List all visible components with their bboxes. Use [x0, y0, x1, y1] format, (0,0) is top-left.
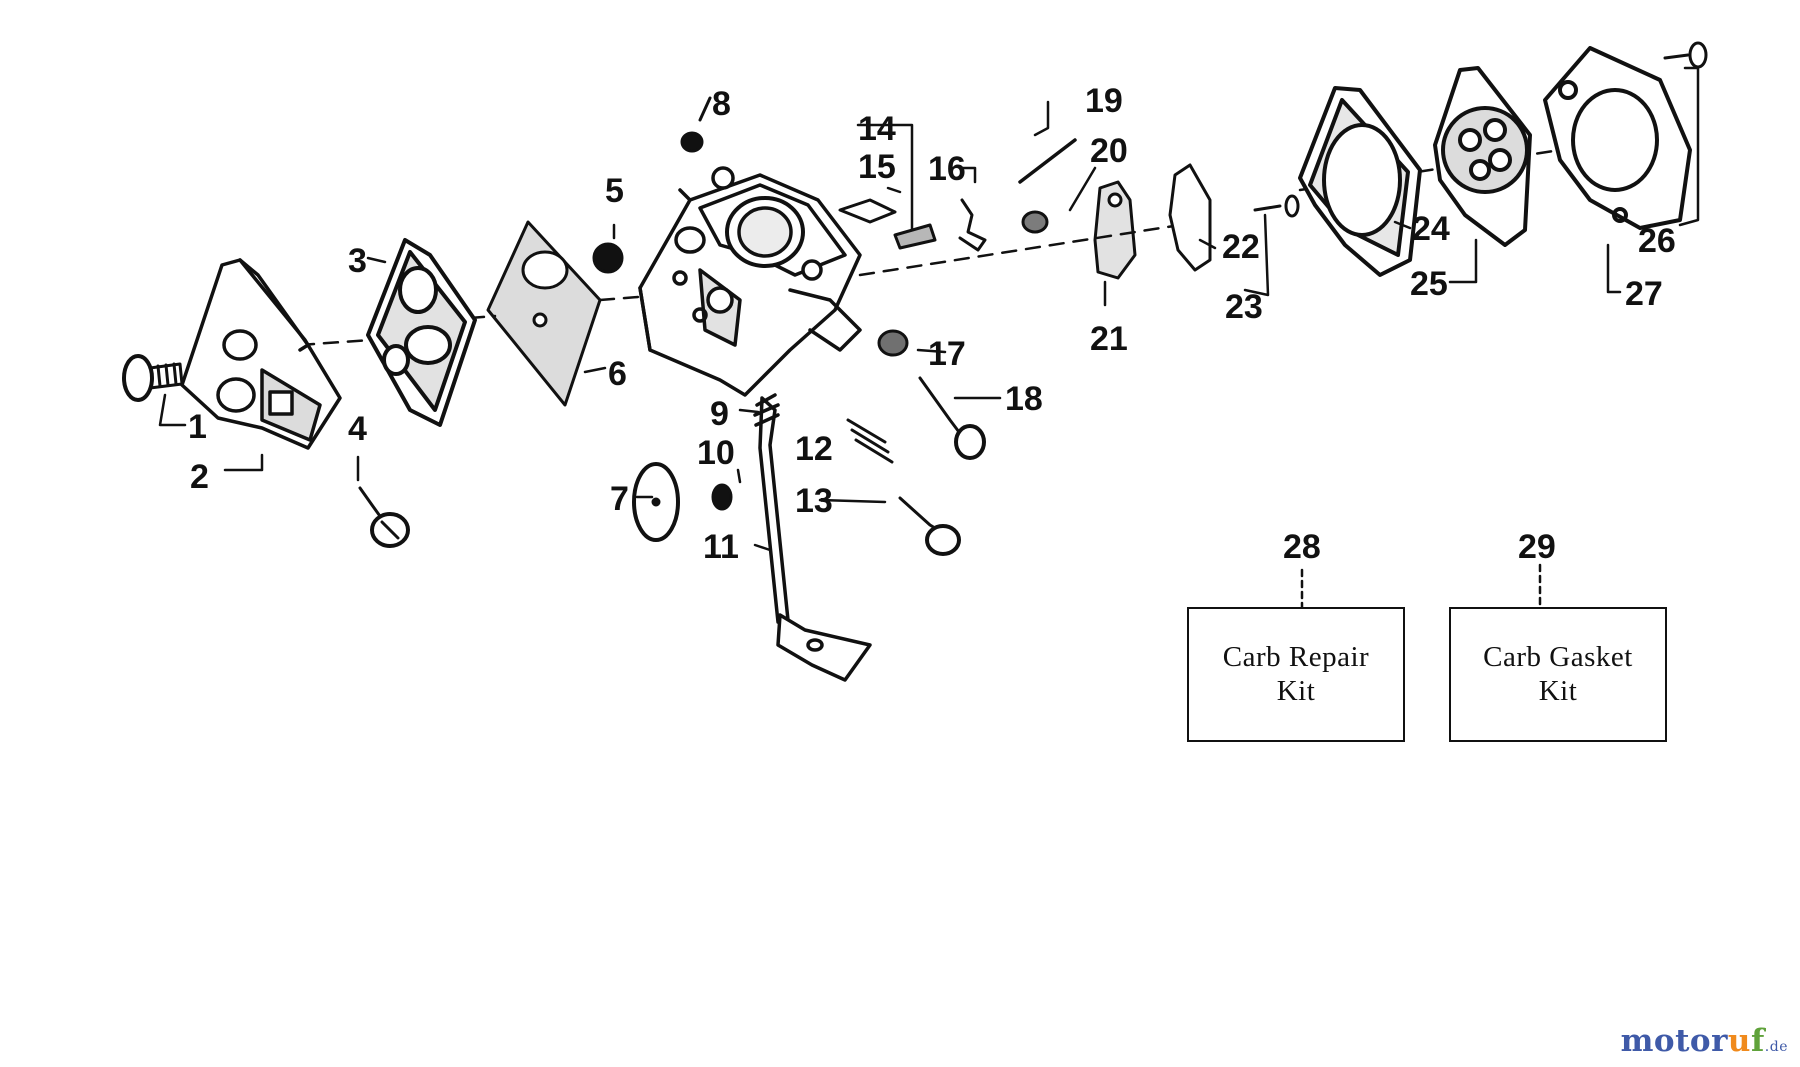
- part-diaphragm-25: [1433, 66, 1532, 247]
- callout-20: 20: [1090, 132, 1128, 170]
- callout-3: 3: [348, 242, 367, 280]
- part-cover-2: [180, 258, 342, 450]
- part-lever-16: [958, 198, 987, 252]
- part-throttle-shaft-11: [753, 393, 872, 682]
- logo-part-motor: motor: [1620, 1023, 1728, 1059]
- callout-16: 16: [928, 150, 966, 188]
- motoruf-watermark-logo: motoruf.de: [1621, 1023, 1788, 1059]
- callout-19: 19: [1085, 82, 1123, 120]
- callout-1: 1: [188, 408, 207, 446]
- callout-6: 6: [608, 355, 627, 393]
- part-screw-4: [358, 486, 410, 548]
- callout-27: 27: [1625, 275, 1663, 313]
- part-metering-lever-21: [1093, 180, 1137, 280]
- callout-14: 14: [858, 110, 896, 148]
- part-screw-26: [1663, 41, 1708, 69]
- part-carburetor-body: [638, 166, 862, 397]
- logo-part-f: f: [1750, 1023, 1765, 1059]
- part-spring-20: [1021, 210, 1049, 234]
- callout-4: 4: [348, 410, 367, 448]
- kit-label-line2: Kit: [1538, 674, 1578, 707]
- callout-25: 25: [1410, 265, 1448, 303]
- callout-21: 21: [1090, 320, 1128, 358]
- callout-23: 23: [1225, 288, 1263, 326]
- carb-repair-kit-box: Carb Repair Kit: [1187, 607, 1405, 742]
- callout-11: 11: [703, 528, 739, 566]
- part-throttle-plate-7: [632, 462, 733, 542]
- part-screw-23: [1253, 194, 1300, 218]
- part-gasket-3: [366, 238, 477, 427]
- callout-10: 10: [697, 434, 735, 472]
- part-disc-22: [1168, 163, 1212, 272]
- part-screw-8: [680, 96, 712, 153]
- callout-18: 18: [1005, 380, 1043, 418]
- callout-7: 7: [610, 480, 629, 518]
- leader-lines: [158, 66, 1700, 610]
- callout-28: 28: [1283, 528, 1321, 566]
- part-diaphragm-6: [486, 220, 602, 407]
- callout-2: 2: [190, 458, 209, 496]
- callout-13: 13: [795, 482, 833, 520]
- callout-5: 5: [605, 172, 624, 210]
- part-plug-5: [592, 242, 624, 274]
- callout-15: 15: [858, 148, 896, 186]
- logo-part-u: u: [1727, 1023, 1751, 1059]
- callout-numbers: 1 2 3 4 5 6 7 8 9 10 11 12 13 14 15 16 1…: [188, 82, 1676, 566]
- callout-17: 17: [928, 335, 966, 373]
- part-cover-27: [1543, 46, 1692, 230]
- part-pin-19: [1018, 138, 1077, 184]
- callout-12: 12: [795, 430, 833, 468]
- kit-label-line1: Carb Repair: [1222, 641, 1370, 674]
- carb-gasket-kit-box: Carb Gasket Kit: [1449, 607, 1667, 742]
- callout-26: 26: [1638, 222, 1676, 260]
- kit-label-line1: Carb Gasket: [1483, 641, 1633, 674]
- callout-8: 8: [712, 85, 731, 123]
- logo-suffix: .de: [1764, 1039, 1788, 1055]
- callout-24: 24: [1412, 210, 1450, 248]
- kit-label-line2: Kit: [1276, 674, 1316, 707]
- part-needle-18: [877, 329, 986, 460]
- callout-9: 9: [710, 395, 729, 433]
- part-needle-13: [846, 418, 961, 556]
- part-inlet-needle-15: [838, 198, 937, 250]
- callout-22: 22: [1222, 228, 1260, 266]
- part-screw-1: [122, 354, 184, 402]
- callout-29: 29: [1518, 528, 1556, 566]
- part-gasket-24: [1298, 86, 1422, 277]
